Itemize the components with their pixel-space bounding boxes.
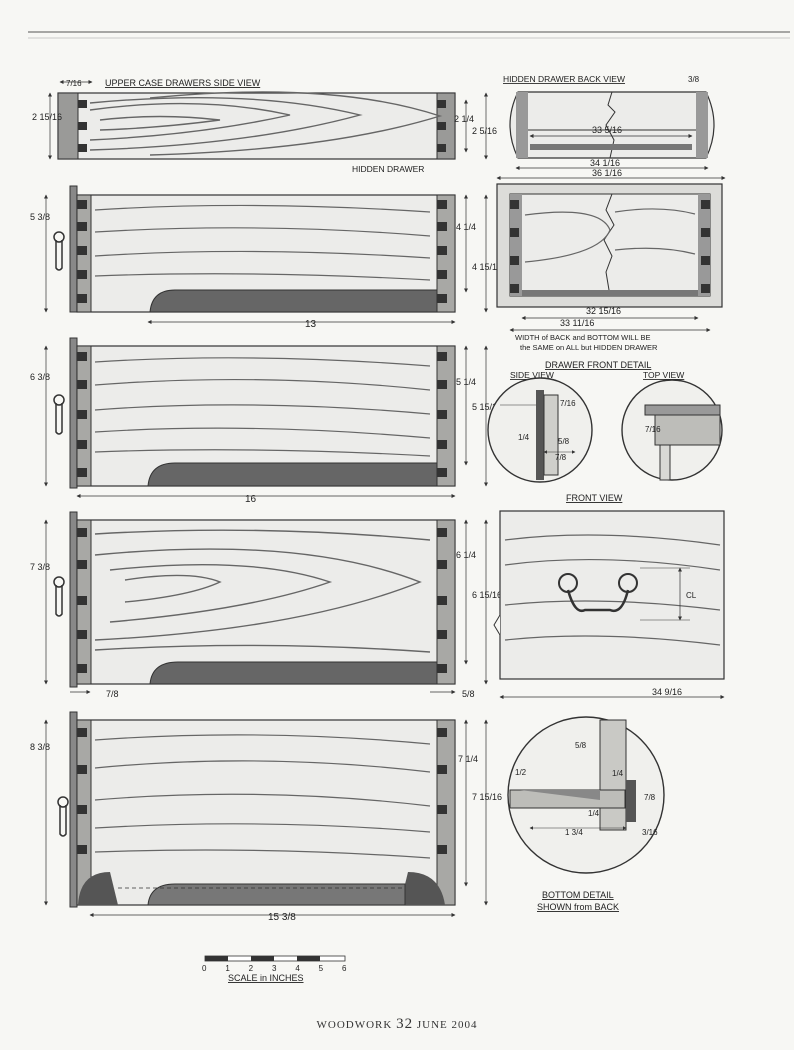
bottom-detail-group: 5/8 1/2 1/4 1/4 1 3/4 7/8 3/16 BOTTOM DE… xyxy=(507,716,665,912)
scale-tick-6: 6 xyxy=(342,964,347,973)
scale-bar: 0 1 2 3 4 5 6 SCALE in INCHES xyxy=(202,955,347,983)
drawer-4-inner-b: 6 15/16 xyxy=(472,590,502,600)
bottom-7-8: 7/8 xyxy=(644,793,656,802)
front-view-width: 34 9/16 xyxy=(652,687,682,697)
drawer-1-height: 2 15/16 xyxy=(32,112,62,122)
side-view-title: UPPER CASE DRAWERS SIDE VIEW xyxy=(105,78,261,88)
scale-tick-3: 3 xyxy=(272,964,277,973)
bottom-1-3-4: 1 3/4 xyxy=(565,828,583,837)
back-offset-dim: 5/8 xyxy=(462,689,475,699)
footer-magazine: WOODWORK xyxy=(316,1019,393,1031)
back-case-width: 36 1/16 xyxy=(592,168,622,178)
back-note-line-2: the SAME on ALL but HIDDEN DRAWER xyxy=(520,343,658,352)
back-lower-inner: 32 15/16 xyxy=(586,306,621,316)
drawer-3-height: 6 3/8 xyxy=(30,372,50,382)
front-view-group: FRONT VIEW CL 34 9/16 xyxy=(493,493,725,700)
drawer-5-depth: 15 3/8 xyxy=(268,912,296,923)
hidden-thickness-dim: 7/16 xyxy=(66,79,82,88)
hidden-drawer-side: HIDDEN DRAWER xyxy=(57,91,456,174)
scale-tick-labels: 0 1 2 3 4 5 6 xyxy=(202,964,347,973)
side-view-detail-title: SIDE VIEW xyxy=(510,370,554,380)
front-offset-dim: 7/8 xyxy=(106,689,119,699)
front-view-title: FRONT VIEW xyxy=(566,493,623,503)
front-view-centerline: CL xyxy=(686,591,697,600)
detail-1-4: 1/4 xyxy=(518,433,530,442)
scale-tick-0: 0 xyxy=(202,964,207,973)
drawer-3-depth: 16 xyxy=(245,494,257,505)
back-outer-width: 34 1/16 xyxy=(590,158,620,168)
bottom-3-16: 3/16 xyxy=(642,828,658,837)
back-lower-outer: 33 11/16 xyxy=(560,318,594,328)
scale-tick-1: 1 xyxy=(225,964,230,973)
drawer-1-inner-b: 2 5/16 xyxy=(472,126,497,136)
back-inner-width: 33 5/16 xyxy=(592,125,622,135)
back-view-edge-dim: 3/8 xyxy=(688,75,700,84)
back-note-line-1: WIDTH of BACK and BOTTOM WILL BE xyxy=(515,333,650,342)
back-view-group: HIDDEN DRAWER BACK VIEW 3/8 33 5/16 34 1… xyxy=(496,74,726,352)
drawer-5-side xyxy=(57,711,456,908)
drawer-2-depth: 13 xyxy=(305,319,317,330)
back-view-title: HIDDEN DRAWER BACK VIEW xyxy=(503,74,625,84)
scale-tick-5: 5 xyxy=(319,964,324,973)
scale-tick-2: 2 xyxy=(249,964,254,973)
footer-issue: JUNE 2004 xyxy=(416,1019,478,1031)
bottom-1-4-a: 1/4 xyxy=(612,769,624,778)
front-detail-group: DRAWER FRONT DETAIL SIDE VIEW TOP VIEW 7… xyxy=(487,360,723,483)
drawer-3-side xyxy=(53,337,456,489)
detail-7-16: 7/16 xyxy=(560,399,576,408)
footer-page-number: 32 xyxy=(396,1016,414,1032)
bottom-caption-1: BOTTOM DETAIL xyxy=(542,890,614,900)
bottom-1-4-b: 1/4 xyxy=(588,809,600,818)
scale-label: SCALE in INCHES xyxy=(228,973,304,983)
page-footer: WOODWORK 32 JUNE 2004 xyxy=(0,1016,794,1033)
drawer-2-height: 5 3/8 xyxy=(30,212,50,222)
bottom-5-8: 5/8 xyxy=(575,741,587,750)
drawer-1-inner-a: 2 1/4 xyxy=(454,114,474,124)
drawer-4-side xyxy=(53,511,456,688)
detail-7-8: 7/8 xyxy=(555,453,567,462)
drawer-5-inner-b: 7 15/16 xyxy=(472,792,502,802)
scale-tick-4: 4 xyxy=(295,964,300,973)
side-view-group: UPPER CASE DRAWERS SIDE VIEW 7/16 HIDDEN… xyxy=(30,78,502,923)
drawer-4-height: 7 3/8 xyxy=(30,562,50,572)
bottom-caption-2: SHOWN from BACK xyxy=(537,902,619,912)
drawer-2-side xyxy=(53,185,456,313)
top-detail-7-16: 7/16 xyxy=(645,425,661,434)
front-detail-title: DRAWER FRONT DETAIL xyxy=(545,360,651,370)
bottom-1-2: 1/2 xyxy=(515,768,527,777)
hidden-drawer-label: HIDDEN DRAWER xyxy=(352,164,424,174)
drawer-5-inner-a: 7 1/4 xyxy=(458,754,478,764)
top-view-detail-title: TOP VIEW xyxy=(643,370,684,380)
detail-5-8: 5/8 xyxy=(558,437,570,446)
drawer-5-height: 8 3/8 xyxy=(30,742,50,752)
